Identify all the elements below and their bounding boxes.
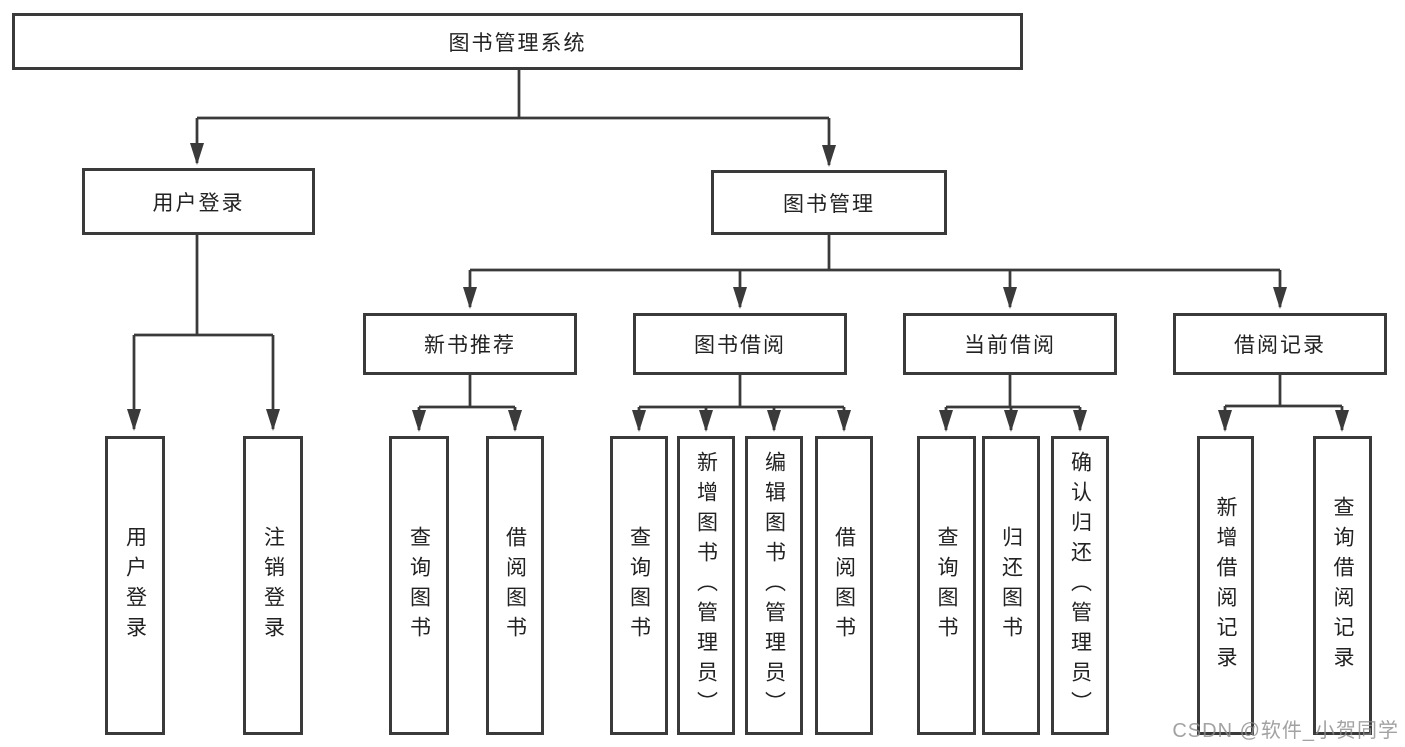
leaf-edit-books-admin: 编辑图书（管理员） [745,436,803,735]
leaf-search-books-borrowing: 查询图书 [610,436,668,735]
node-label: 当前借阅 [964,334,1056,357]
leaf-confirm-return-admin: 确认归还（管理员） [1051,436,1109,735]
leaf-search-borrow-record: 查询借阅记录 [1313,436,1372,735]
leaf-label: 查询借阅记录 [1331,495,1354,676]
leaf-label: 查询图书 [935,525,958,646]
leaf-label: 借阅图书 [832,525,856,646]
node-label: 图书借阅 [694,334,786,357]
node-new-book-recommendation: 新书推荐 [363,313,577,375]
leaf-add-borrow-record: 新增借阅记录 [1197,436,1254,735]
leaf-borrow-books: 借阅图书 [815,436,873,735]
leaf-label: 新增借阅记录 [1214,495,1237,676]
leaf-label: 编辑图书（管理员） [762,450,786,721]
leaf-label: 归还图书 [999,525,1023,646]
leaf-logout: 注销登录 [243,436,303,735]
leaf-label: 用户登录 [123,525,147,646]
node-label: 图书管理 [783,192,875,216]
node-borrowing-records: 借阅记录 [1173,313,1387,375]
leaf-return-books: 归还图书 [982,436,1040,735]
node-label: 图书管理系统 [448,31,587,55]
leaf-label: 确认归还（管理员） [1068,450,1092,721]
leaf-add-books-admin: 新增图书（管理员） [677,436,735,735]
node-user-login: 用户登录 [82,168,315,235]
leaf-label: 注销登录 [261,525,285,646]
node-current-borrowing: 当前借阅 [903,313,1117,375]
node-label: 用户登录 [152,191,245,215]
leaf-user-login: 用户登录 [105,436,165,735]
leaf-search-books-current: 查询图书 [917,436,976,735]
leaf-label: 查询图书 [407,525,431,646]
leaf-label: 新增图书（管理员） [694,450,718,721]
node-label: 借阅记录 [1234,334,1326,357]
leaf-label: 借阅图书 [503,525,527,646]
node-library-management-system: 图书管理系统 [12,13,1023,70]
node-book-borrowing: 图书借阅 [633,313,847,375]
csdn-watermark: CSDN @软件_小贺同学 [1172,720,1399,742]
node-book-management: 图书管理 [711,170,947,235]
leaf-search-books-recommend: 查询图书 [389,436,449,735]
leaf-borrow-books-recommend: 借阅图书 [486,436,544,735]
leaf-label: 查询图书 [627,525,651,646]
node-label: 新书推荐 [424,334,516,357]
